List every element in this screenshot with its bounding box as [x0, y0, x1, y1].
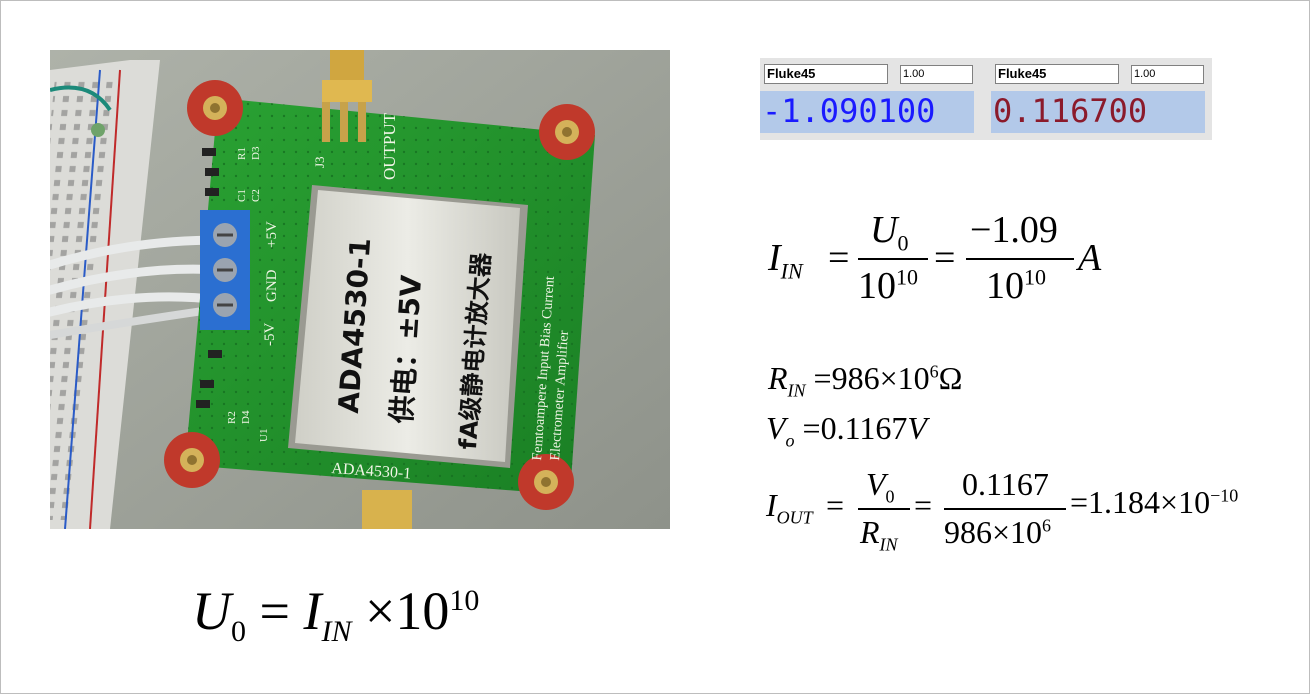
iin-frac1-num-sub: 0 — [897, 230, 909, 256]
meter-1-reading: -1.090100 — [760, 91, 974, 133]
silk-c1: C1 — [236, 189, 248, 202]
u0-lhs-sub: 0 — [231, 614, 246, 648]
iout-frac2-den-base: 986×10 — [944, 514, 1043, 550]
vo-eq: = — [802, 410, 821, 446]
u0-rhs-sub: IN — [321, 614, 352, 648]
iout-frac1-den-sub: IN — [879, 534, 898, 555]
silk-u1: U1 — [258, 428, 270, 442]
iin-frac2-num: −1.09 — [970, 209, 1058, 251]
silk-output: OUTPUT — [380, 112, 399, 180]
iin-frac2: −1.09 1010 — [966, 208, 1074, 308]
iin-frac1-num: U0 — [870, 208, 908, 254]
iout-lhs-symbol: I — [766, 487, 777, 523]
u0-lhs-symbol: U — [192, 581, 231, 641]
iin-lhs: IIN — [768, 236, 803, 282]
standoffs — [164, 80, 595, 510]
silk-d3: D3 — [250, 146, 262, 160]
meter-2-reading: 0.116700 — [991, 91, 1205, 133]
u0-factor: ×10 — [364, 581, 450, 641]
meter-2: Fluke45 1.00 0.116700 — [991, 58, 1205, 140]
iout-frac2-num: 0.1167 — [962, 466, 1049, 502]
iout-frac1: V0 RIN — [858, 466, 910, 556]
u0-eq: = — [259, 581, 290, 641]
iin-eq1: = — [828, 237, 850, 279]
silk-r1: R1 — [236, 147, 248, 160]
silk-gnd: GND — [264, 269, 280, 303]
equation-output-definition: U0 = IIN ×1010 — [192, 580, 480, 646]
iin-frac1-bar — [858, 258, 928, 260]
iin-lhs-symbol: I — [768, 237, 781, 279]
iout-frac2-den-exp: 6 — [1042, 515, 1052, 536]
silk-d4: D4 — [240, 410, 252, 424]
breadboard — [50, 60, 160, 529]
vo-value: 0.1167 — [820, 410, 908, 446]
smd-components — [196, 148, 222, 408]
iout-frac1-num: V0 — [866, 466, 895, 507]
sma-connector-bottom — [362, 490, 412, 529]
terminal-block — [200, 210, 250, 330]
iout-frac2-bar — [944, 508, 1066, 510]
iin-frac2-den-base: 10 — [986, 265, 1024, 307]
board-drawing — [50, 50, 670, 529]
multimeter-readouts: Fluke45 1.00 -1.090100 Fluke45 1.00 0.11… — [760, 58, 1212, 140]
iin-frac1: U0 1010 — [858, 208, 928, 308]
rin-exp: 6 — [929, 361, 939, 382]
silk-r2: R2 — [226, 411, 238, 424]
u0-rhs-symbol: I — [303, 581, 322, 641]
iin-unit: A — [1078, 237, 1102, 279]
meter-1-instrument-field[interactable]: Fluke45 — [764, 64, 888, 84]
iin-lhs-sub: IN — [780, 258, 803, 284]
rin-eq: = — [813, 360, 832, 396]
meter-2-instrument-field[interactable]: Fluke45 — [995, 64, 1119, 84]
iin-frac2-bar — [966, 258, 1074, 260]
iout-result-exp: −10 — [1210, 485, 1239, 506]
iout-result: =1.184×10−10 — [1070, 484, 1238, 521]
iout-lhs: IOUT — [766, 487, 813, 528]
amplifier-board-photo: J3 OUTPUT R1 D3 C1 C2 +5V GND -5V R2 D4 … — [50, 50, 670, 529]
shield-can — [288, 185, 528, 468]
u0-factor-exp: 10 — [449, 584, 480, 617]
rin-lhs-symbol: R — [768, 360, 788, 396]
meter-1-range-field[interactable]: 1.00 — [900, 65, 973, 84]
iout-eq3: = — [1070, 484, 1089, 520]
rin-value: 986×10 — [831, 360, 930, 396]
silk-plus5v: +5V — [264, 221, 280, 248]
iin-frac1-den-base: 10 — [858, 265, 896, 307]
vo-unit: V — [907, 410, 927, 446]
iout-lhs-sub: OUT — [776, 507, 813, 528]
sma-connector-top — [322, 50, 372, 142]
vo-lhs-symbol: V — [766, 410, 786, 446]
iin-frac1-den: 1010 — [858, 264, 918, 308]
iout-result-value: 1.184×10 — [1088, 484, 1211, 520]
silk-minus5v: -5V — [262, 322, 278, 346]
iin-frac2-den-exp: 10 — [1024, 264, 1046, 290]
silk-c2: C2 — [250, 189, 262, 202]
iout-frac1-num-sub: 0 — [885, 486, 895, 507]
vo-lhs-sub: o — [785, 430, 795, 451]
iout-eq1: = — [826, 487, 845, 523]
iin-frac1-num-symbol: U — [870, 209, 898, 251]
iin-frac1-den-exp: 10 — [896, 264, 918, 290]
iout-frac1-num-symbol: V — [866, 466, 886, 502]
iout-frac2-den: 986×106 — [944, 514, 1051, 551]
rin-unit: Ω — [938, 360, 963, 396]
meter-2-range-field[interactable]: 1.00 — [1131, 65, 1204, 84]
iout-frac1-den-symbol: R — [860, 514, 880, 550]
iout-frac1-bar — [858, 508, 910, 510]
iout-frac1-den: RIN — [860, 514, 898, 555]
meter-1: Fluke45 1.00 -1.090100 — [760, 58, 974, 140]
iout-eq2: = — [914, 487, 933, 523]
iin-eq2: = — [934, 237, 956, 279]
equation-input-resistance: RIN =986×106Ω — [768, 360, 963, 401]
rin-lhs-sub: IN — [787, 380, 806, 401]
silk-j3: J3 — [312, 156, 327, 168]
iin-frac2-den: 1010 — [986, 264, 1046, 308]
equation-output-voltage: Vo =0.1167V — [766, 410, 927, 451]
iout-frac2: 0.1167 986×106 — [944, 466, 1066, 556]
